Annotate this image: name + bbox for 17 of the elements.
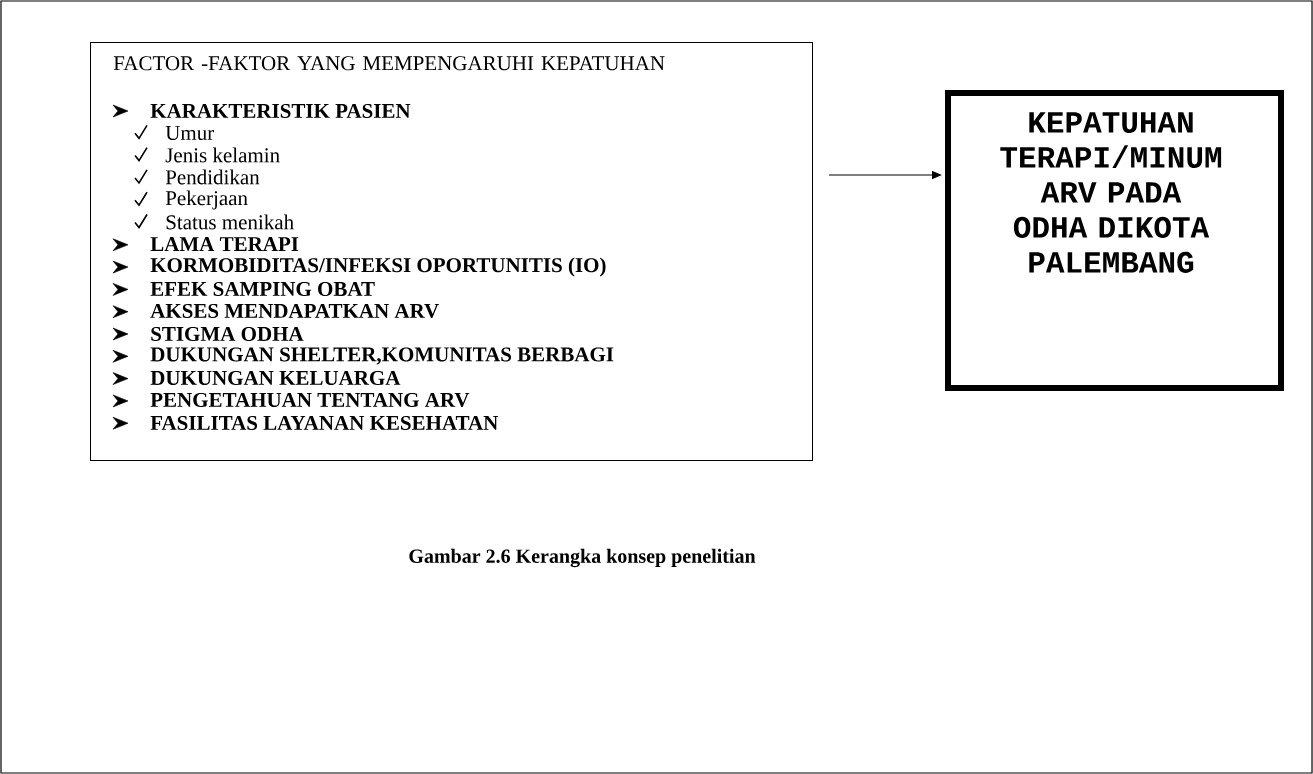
result-box: KEPATUHAN TERAPI/MINUM ARV PADA ODHA DIKOTA PALEMBANG <box>945 90 1284 391</box>
bullet-item: LAMA TERAPI <box>112 237 299 252</box>
check-item: Pendidikan <box>134 169 260 185</box>
bullet-item: STIGMA ODHA <box>112 326 304 342</box>
bullet-item: DUKUNGAN KELUARGA <box>112 370 401 386</box>
check-item: Status menikah <box>134 213 294 230</box>
bullet-item: KORMOBIDITAS/INFEKSI OPORTUNITIS (IO) <box>112 257 606 277</box>
bullet-item: AKSES MENDAPATKAN ARV <box>112 303 439 319</box>
bullet-item: PENGETAHUAN TENTANG ARV <box>112 392 470 408</box>
check-item: Jenis kelamin <box>134 146 280 163</box>
bullet-item: DUKUNGAN SHELTER,KOMUNITAS BERBAGI <box>112 347 614 365</box>
check-item: Pekerjaan <box>134 190 248 210</box>
bullet-item: KARAKTERISTIK PASIEN <box>112 103 411 119</box>
caption: Gambar 2.6 Kerangka konsep penelitian <box>409 548 756 568</box>
check-item: Umur <box>134 124 214 140</box>
bullet-item: FASILITAS LAYANAN KESEHATAN <box>112 415 499 431</box>
bullet-item: EFEK SAMPING OBAT <box>112 281 375 297</box>
